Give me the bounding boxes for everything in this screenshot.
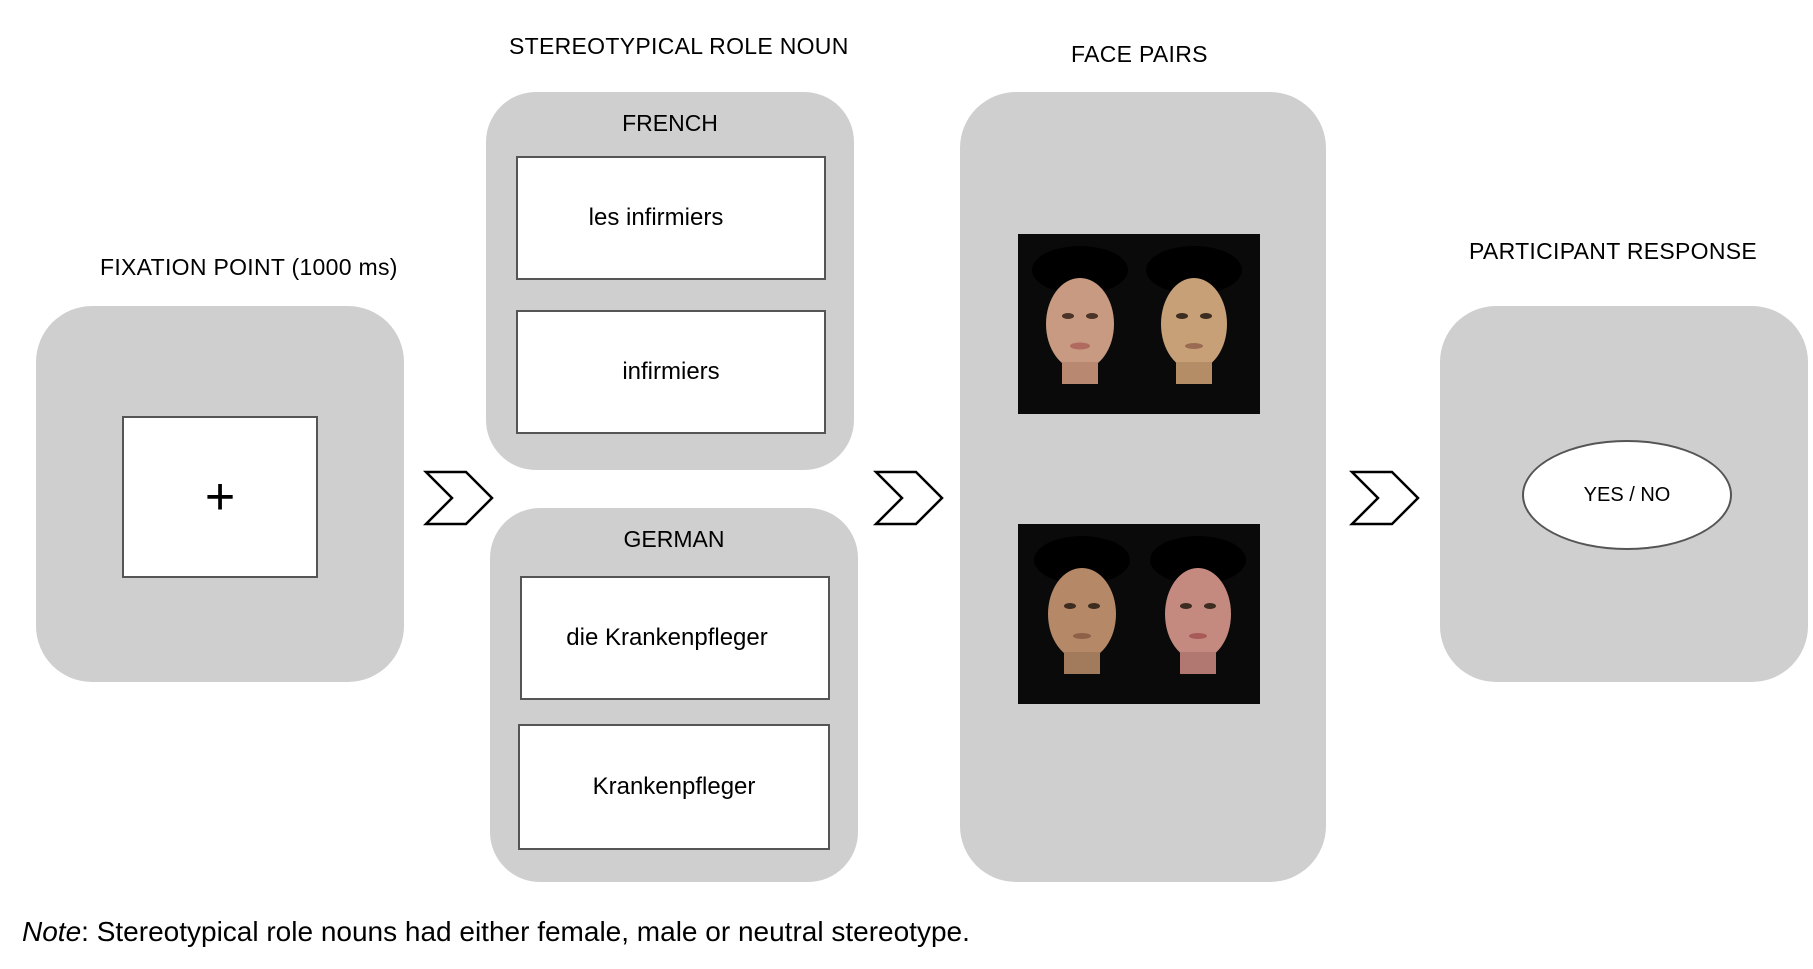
response-heading: PARTICIPANT RESPONSE bbox=[1469, 238, 1758, 264]
german-noun-without-article: Krankenpfleger bbox=[518, 724, 830, 850]
french-noun-without-article-text: infirmiers bbox=[622, 358, 720, 385]
fixation-heading: FIXATION POINT (1000 ms) bbox=[100, 254, 398, 280]
chevron-right-icon bbox=[872, 470, 944, 526]
response-panel: YES / NO bbox=[1440, 306, 1808, 682]
french-noun-without-article: infirmiers bbox=[516, 310, 826, 434]
face-icon bbox=[1034, 536, 1130, 674]
chevron-right-icon bbox=[422, 470, 494, 526]
face-pair-2-drawing bbox=[1034, 536, 1246, 674]
fixation-cross: + bbox=[204, 468, 236, 526]
chevron-right-icon bbox=[1348, 470, 1420, 526]
role-noun-heading: STEREOTYPICAL ROLE NOUN bbox=[509, 33, 849, 59]
german-label: GERMAN bbox=[623, 526, 725, 552]
french-label: FRENCH bbox=[622, 110, 718, 136]
face-pairs-heading: FACE PAIRS bbox=[1071, 41, 1208, 67]
footnote-text: : Stereotypical role nouns had either fe… bbox=[81, 916, 970, 947]
response-options-ellipse: YES / NO bbox=[1522, 440, 1732, 550]
fixation-panel: + bbox=[36, 306, 404, 682]
face-pairs-panel bbox=[960, 92, 1326, 882]
french-noun-with-article: les infirmiers bbox=[516, 156, 826, 280]
face-icon bbox=[1150, 536, 1246, 674]
french-noun-with-article-text: les infirmiers bbox=[588, 204, 724, 231]
german-noun-with-article: die Krankenpfleger bbox=[520, 576, 830, 700]
face-pair-photo-2 bbox=[1018, 524, 1260, 704]
footnote-label: Note bbox=[22, 916, 82, 947]
response-options-text: YES / NO bbox=[1583, 483, 1671, 506]
face-icon bbox=[1146, 246, 1242, 384]
german-noun-with-article-text: die Krankenpfleger bbox=[566, 624, 768, 651]
german-panel: GERMAN die Krankenpfleger Krankenpfleger bbox=[490, 508, 858, 882]
face-pair-1-drawing bbox=[1032, 246, 1242, 384]
french-panel: FRENCH les infirmiers infirmiers bbox=[486, 92, 854, 470]
face-pair-photo-1 bbox=[1018, 234, 1260, 414]
footnote: Note: Stereotypical role nouns had eithe… bbox=[22, 916, 970, 948]
fixation-box: + bbox=[122, 416, 318, 578]
german-noun-without-article-text: Krankenpfleger bbox=[592, 773, 756, 800]
face-icon bbox=[1032, 246, 1128, 384]
